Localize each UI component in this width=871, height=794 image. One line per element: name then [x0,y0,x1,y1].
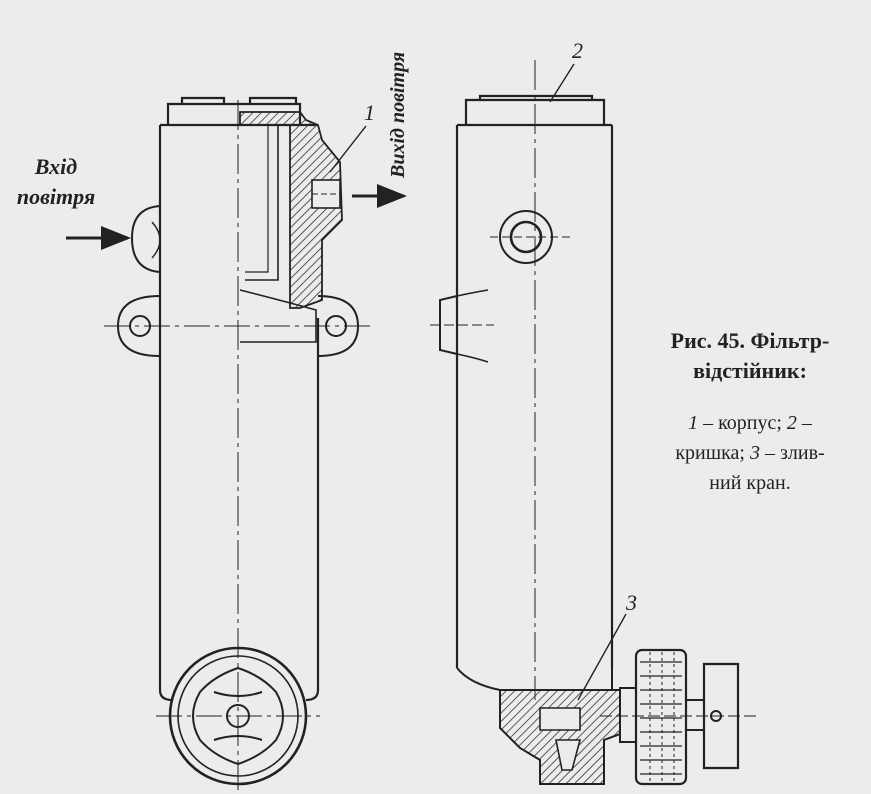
drain-valve-body [499,689,621,785]
legend-text: ний кран. [709,472,791,494]
leader-cover [549,63,575,103]
callout-1: 1 [364,100,375,125]
left-view [104,96,372,790]
outlet-label: Вихід повітря [387,51,409,178]
right-view [430,60,760,786]
callout-2: 2 [572,38,583,63]
legend-text: – [796,412,812,434]
leader-body [329,125,367,173]
legend-number: 3 [749,442,760,464]
inlet-boss [130,205,161,273]
right-cylinder-body [455,125,614,668]
callout-3: 3 [626,590,637,615]
leader-valve [577,613,627,701]
right-top-cover [464,94,606,125]
caption-legend: 1 – корпус; 2 – кришка; 3 – злив-ний кран… [632,408,868,498]
inlet-label-line1: Вхід [34,154,78,179]
legend-text: кришка; [675,442,750,464]
left-section-hatch [239,111,343,309]
caption-title: Рис. 45. Фільтр- відстійник: [632,326,868,386]
figure-caption: Рис. 45. Фільтр- відстійник: 1 – корпус;… [632,326,868,498]
inlet-label: Вхід повітря [0,152,112,212]
inlet-label-line2: повітря [16,184,96,209]
legend-text: – злив- [759,442,825,464]
legend-number: 2 [786,412,797,434]
left-cylinder-body [158,125,320,702]
caption-title-line2: відстійник: [693,358,807,383]
drain-valve-knob [634,648,688,786]
caption-title-line1: Рис. 45. Фільтр- [670,328,830,353]
drain-handwheel-star [192,666,284,766]
legend-number: 1 [688,412,699,434]
legend-text: – корпус; [698,412,787,434]
